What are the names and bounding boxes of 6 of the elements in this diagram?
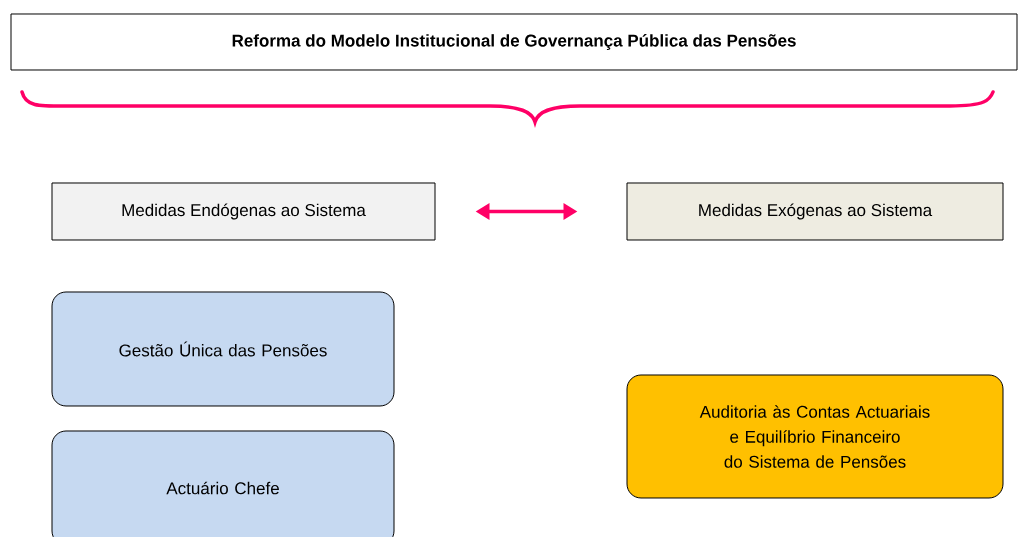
category-box: Medidas Exógenas ao Sistema: [626, 182, 1004, 241]
title-box: Reforma do Modelo Institucional de Governança Pública das Pensões: [10, 13, 1018, 71]
measure-box: Auditoria às Contas Actuariais e Equilíbrio Financeiro do Sistema de Pensões: [626, 374, 1004, 499]
category-box: Medidas Endógenas ao Sistema: [51, 182, 436, 241]
measure-box: Actuário Chefe: [51, 430, 395, 537]
measure-box: Gestão Única das Pensões: [51, 291, 395, 407]
